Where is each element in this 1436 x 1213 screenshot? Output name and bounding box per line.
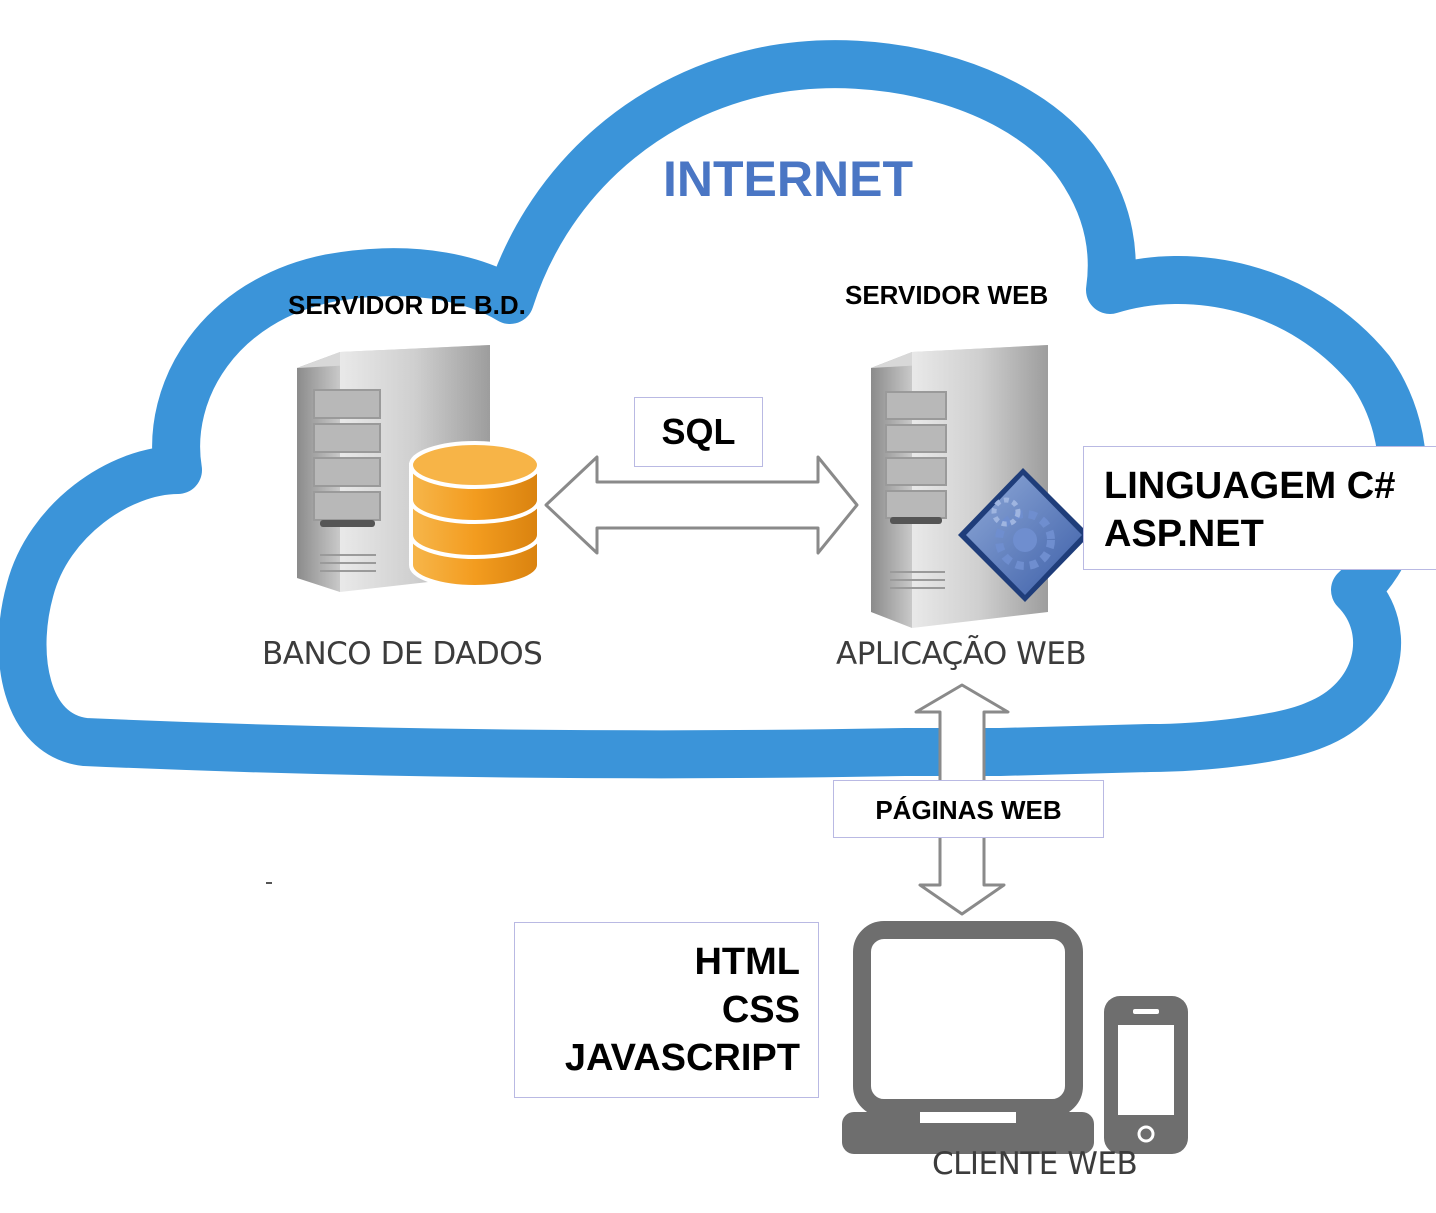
pages-label-box: PÁGINAS WEB	[833, 780, 1104, 838]
server-technology-item: LINGUAGEM C#	[1104, 465, 1396, 507]
sql-double-arrow	[544, 455, 859, 555]
client-technology-item: HTML	[694, 941, 800, 983]
sql-label: SQL	[661, 411, 736, 452]
client-caption: CLIENTE WEB	[932, 1146, 1138, 1182]
cloud-title: INTERNET	[663, 151, 913, 207]
database-server-icon	[297, 345, 541, 592]
web-application-server-icon	[871, 345, 1090, 628]
client-technology-item: JAVASCRIPT	[564, 1037, 800, 1079]
web-application-caption: APLICAÇÃO WEB	[836, 636, 1087, 672]
cloud-shape	[0, 40, 1427, 779]
client-technology-item: CSS	[721, 989, 800, 1031]
smartphone-icon	[1104, 996, 1188, 1154]
sql-label-box: SQL	[634, 397, 763, 467]
server-technology-item: ASP.NET	[1104, 513, 1264, 555]
client-technologies-box: HTML CSS JAVASCRIPT	[514, 922, 819, 1098]
pages-label: PÁGINAS WEB	[875, 795, 1062, 825]
server-technologies-box: LINGUAGEM C# ASP.NET	[1083, 446, 1436, 570]
web-server-title: SERVIDOR WEB	[845, 280, 1049, 310]
database-server-title: SERVIDOR DE B.D.	[288, 290, 526, 320]
database-caption: BANCO DE DADOS	[262, 636, 543, 672]
laptop-icon	[842, 921, 1094, 1154]
